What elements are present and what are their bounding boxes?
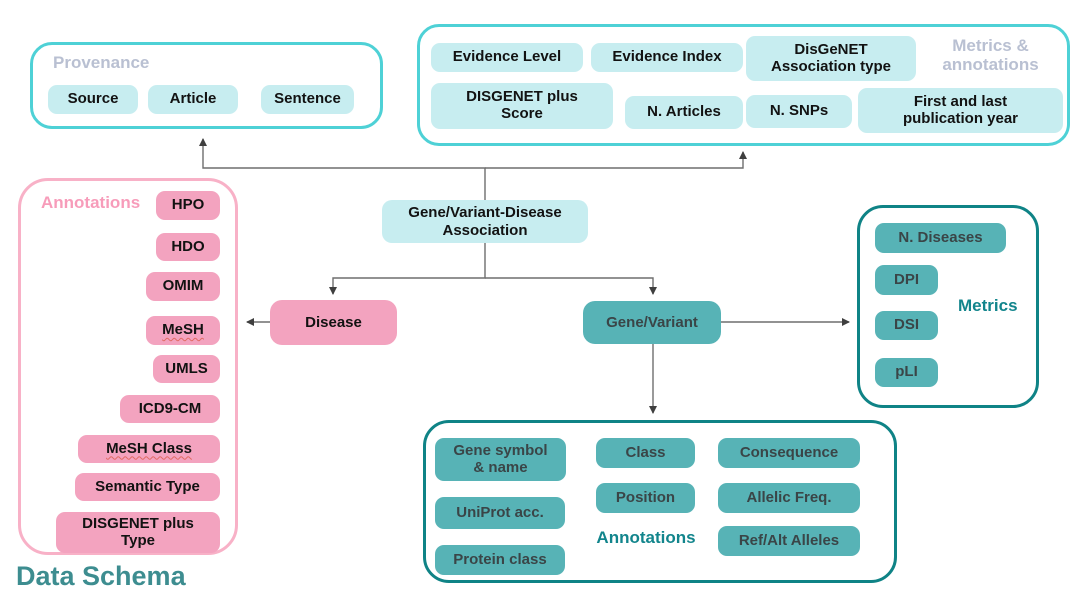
chip-position: Position [596,483,695,513]
chip-pli: pLI [875,358,938,387]
disease-annotations-group: Annotations HPO HDO OMIM MeSH UMLS ICD9-… [18,178,238,555]
chip-n-articles: N. Articles [625,96,743,129]
disease-annotations-group-label: Annotations [41,193,141,212]
chip-hpo: HPO [156,191,220,220]
chip-class: Class [596,438,695,468]
chip-mesh-class: MeSH Class [78,435,220,463]
page-title: Data Schema [16,561,186,591]
connector-association-to-provenance [199,138,486,200]
chip-disgenet-plus-score: DISGENET plus Score [431,83,613,129]
connector-association-to-gene-variant [485,277,657,295]
chip-disgenet-plus-type: DISGENET plus Type [56,512,220,553]
chip-evidence-index: Evidence Index [591,43,743,72]
chip-evidence-level: Evidence Level [431,43,583,72]
chip-umls: UMLS [153,355,220,383]
chip-n-snps: N. SNPs [746,95,852,128]
connector-association-to-disease [329,243,486,295]
chip-dpi: DPI [875,265,938,295]
chip-dsi: DSI [875,311,938,340]
connector-association-to-metrics-annotations [485,151,747,169]
chip-semantic-type: Semantic Type [75,473,220,501]
node-gene-variant: Gene/Variant [583,301,721,344]
chip-consequence: Consequence [718,438,860,468]
chip-mesh: MeSH [146,316,220,345]
node-disease: Disease [270,300,397,345]
metrics-annotations-group: Metrics & annotations Evidence Level Evi… [417,24,1070,146]
chip-protein-class: Protein class [435,545,565,575]
provenance-group-label: Provenance [53,53,150,72]
chip-ref-alt-alleles: Ref/Alt Alleles [718,526,860,556]
chip-article: Article [148,85,238,114]
node-gene-variant-disease-association: Gene/Variant-Disease Association [382,200,588,243]
chip-gene-symbol-name: Gene symbol & name [435,438,566,481]
gene-annotations-group-label: Annotations [596,528,696,547]
chip-allelic-freq: Allelic Freq. [718,483,860,513]
gene-annotations-group: Gene symbol & name UniProt acc. Protein … [423,420,897,583]
chip-omim: OMIM [146,272,220,301]
chip-icd9-cm: ICD9-CM [120,395,220,423]
chip-hdo: HDO [156,233,220,261]
gene-metrics-group: N. Diseases DPI DSI pLI Metrics [857,205,1039,408]
chip-uniprot-acc: UniProt acc. [435,497,565,529]
chip-sentence: Sentence [261,85,354,114]
chip-source: Source [48,85,138,114]
chip-n-diseases: N. Diseases [875,223,1006,253]
chip-first-last-publication-year: First and last publication year [858,88,1063,133]
metrics-annotations-group-label: Metrics & annotations [942,36,1039,74]
chip-disgenet-association-type: DisGeNET Association type [746,36,916,81]
gene-metrics-group-label: Metrics [958,296,1018,315]
provenance-group: Provenance Source Article Sentence [30,42,383,129]
